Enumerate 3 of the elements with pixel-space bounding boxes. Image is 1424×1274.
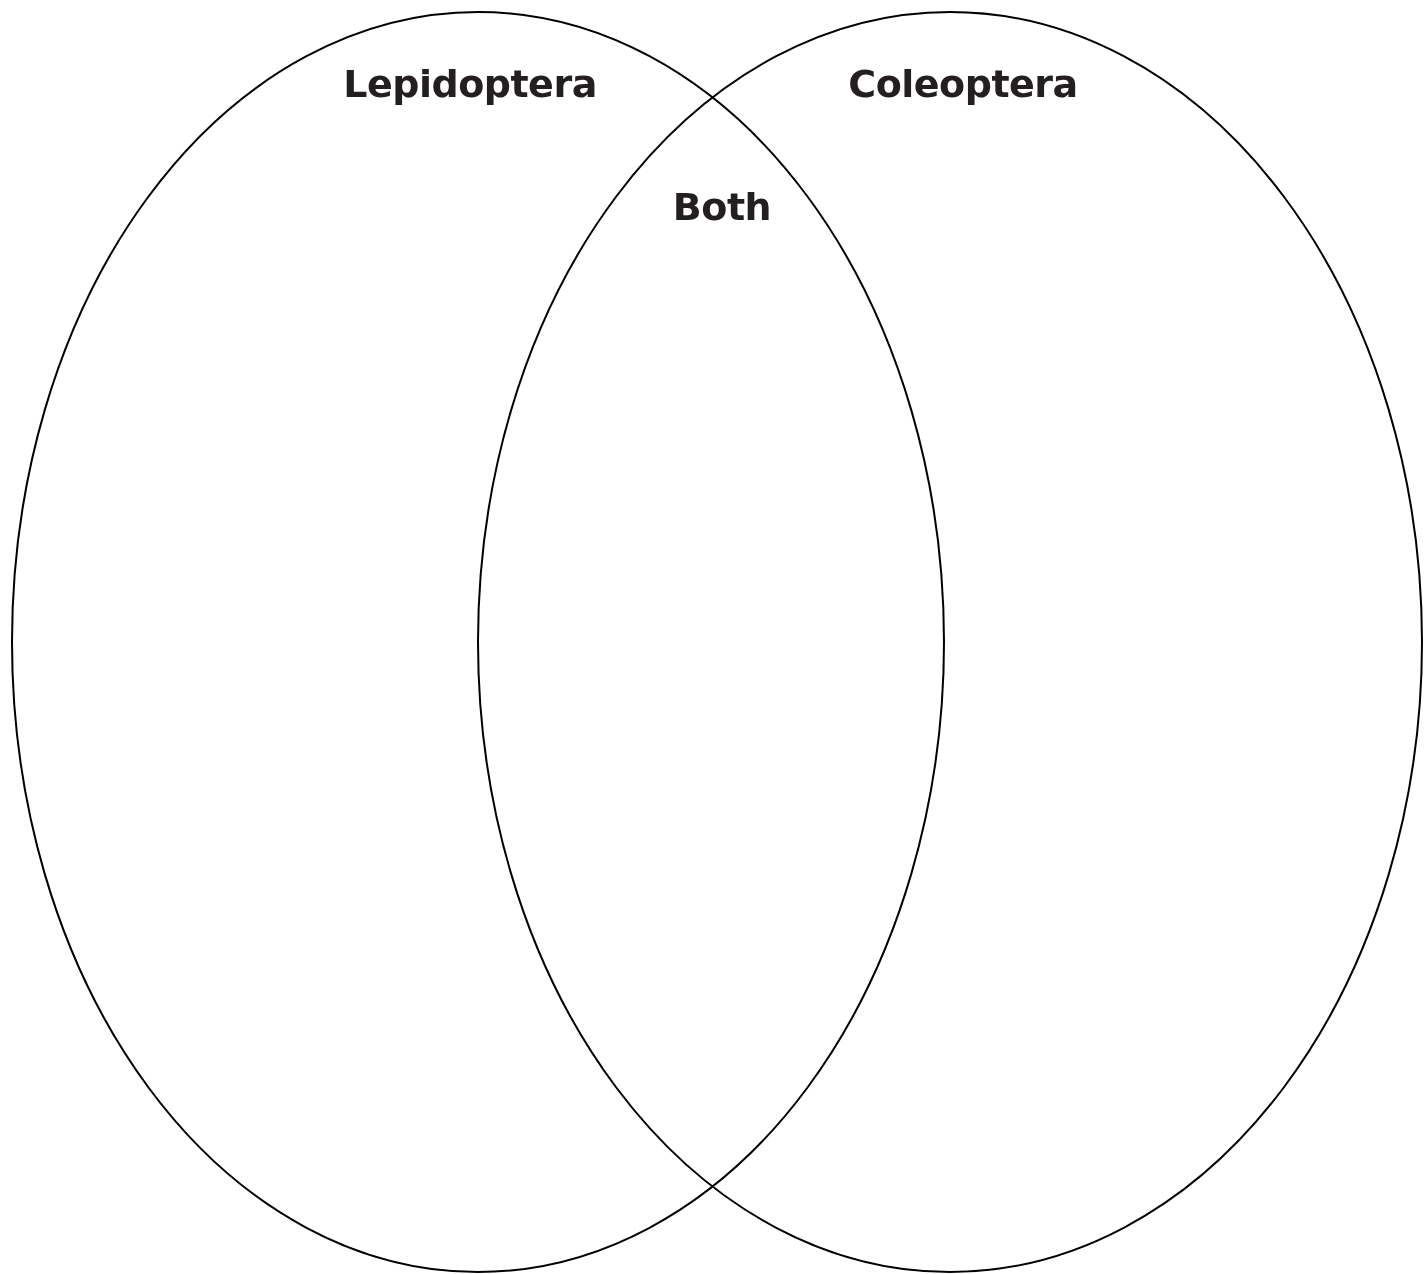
set-label: Coleoptera [848, 62, 1078, 106]
overlap-label: Both [672, 185, 772, 229]
set-label: Lepidoptera [343, 62, 597, 106]
